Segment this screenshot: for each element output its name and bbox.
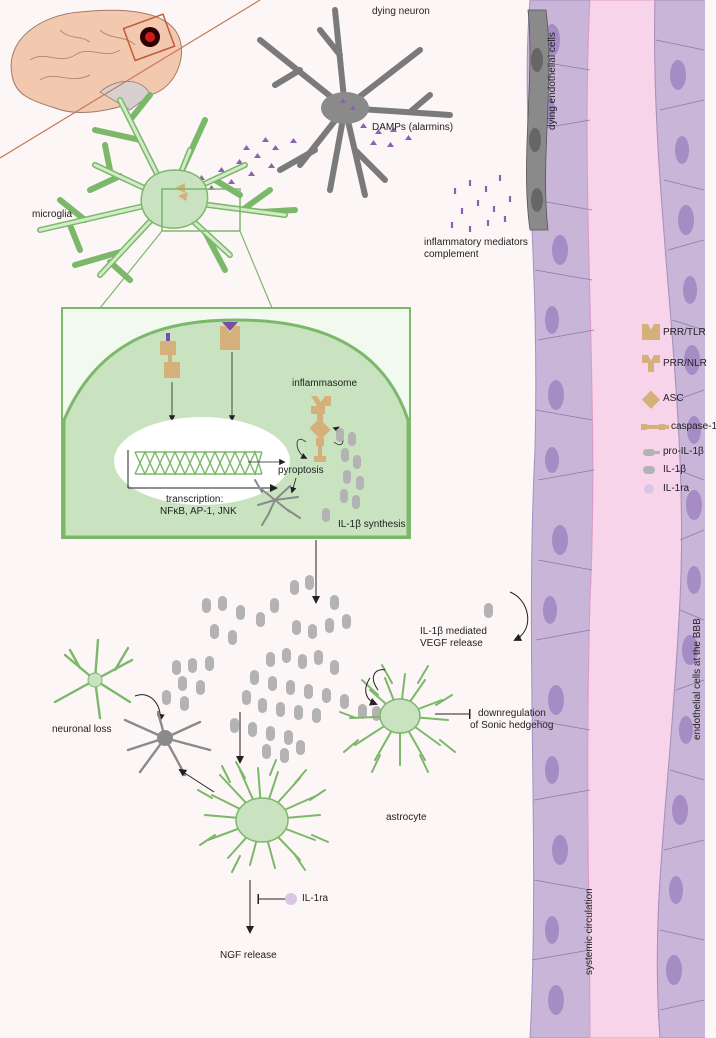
damps-label: DAMPs (alarmins) <box>372 122 454 133</box>
il1b-secreted-icon <box>162 575 493 763</box>
neuronal-loss-label: neuronal loss <box>52 724 112 735</box>
transcription-factors-label: NFκB, AP-1, JNK <box>160 506 237 517</box>
pro-il1b-icon <box>643 449 660 456</box>
systemic-circulation-label: systemic circulation <box>584 888 595 975</box>
caspase-1-icon <box>641 424 669 430</box>
prr-tlr-icon <box>642 324 660 340</box>
legend-label-pro-il1b: pro-IL-1β <box>663 446 704 457</box>
legend-label-il1ra: IL-1ra <box>663 483 690 494</box>
zoom-line <box>0 0 261 159</box>
legend-label-prr-nlr: PRR/NLR <box>663 358 707 369</box>
transcription-label: transcription: <box>166 494 224 505</box>
il1b-icon <box>643 466 655 474</box>
legend-label-caspase-1: caspase-1 <box>671 421 716 432</box>
astrocyte-label: astrocyte <box>386 812 427 823</box>
prr-nlr-icon <box>642 355 660 372</box>
pyroptosis-label: pyroptosis <box>278 465 324 476</box>
activated-microglia-icon <box>197 759 329 873</box>
il1b-intracellular-icon <box>322 428 364 522</box>
legend <box>641 324 669 494</box>
vegf-label-line2: VEGF release <box>420 638 483 649</box>
complement-label: complement <box>424 249 479 260</box>
astrocyte-icon <box>339 664 456 773</box>
ngf-release-label: NGF release <box>220 950 277 961</box>
inflammasome-label: inflammasome <box>292 378 358 389</box>
zoom-box <box>161 188 241 232</box>
neuron-lost-icon <box>123 710 212 777</box>
il1b-synthesis-label: IL-1β synthesis <box>338 519 406 530</box>
dying-endothelial-label: dying endothelial cells <box>547 32 558 130</box>
legend-label-prr-tlr: PRR/TLR <box>663 327 706 338</box>
pyroptosis-icon <box>254 479 301 526</box>
dying-endothelial-cells <box>526 9 550 231</box>
downregulation-label-line2: of Sonic hedgehog <box>470 720 554 731</box>
inflammatory-mediators-label: inflammatory mediators <box>424 237 528 248</box>
dna-icon <box>134 450 263 476</box>
brain-icon <box>10 9 183 113</box>
il1ra-label: IL-1ra <box>302 893 329 904</box>
legend-label-asc: ASC <box>663 393 684 404</box>
neuron-healthy-icon <box>53 638 134 720</box>
microglia-label: microglia <box>32 209 73 220</box>
nucleus <box>114 417 290 505</box>
endothelial-bbb-label: endothelial cells at the BBB <box>692 618 703 740</box>
prr-receptor-icon <box>160 333 180 378</box>
asc-icon <box>641 390 661 409</box>
il1ra-icon <box>644 484 654 494</box>
inflammasome-icon <box>309 396 331 462</box>
damps-icon <box>198 123 412 190</box>
il1ra-molecule-icon <box>285 893 297 905</box>
endothelial-nuclei <box>541 24 702 1015</box>
endothelial-cell-outlines <box>529 39 705 1011</box>
downregulation-label-line1: downregulation <box>478 708 546 719</box>
vegf-label-line1: IL-1β mediated <box>420 626 487 637</box>
legend-label-il1b: IL-1β <box>663 464 686 475</box>
blood-vessel <box>526 0 716 1038</box>
prr-tlr-receptor-icon <box>220 322 240 350</box>
dying-neuron-label: dying neuron <box>372 6 430 17</box>
